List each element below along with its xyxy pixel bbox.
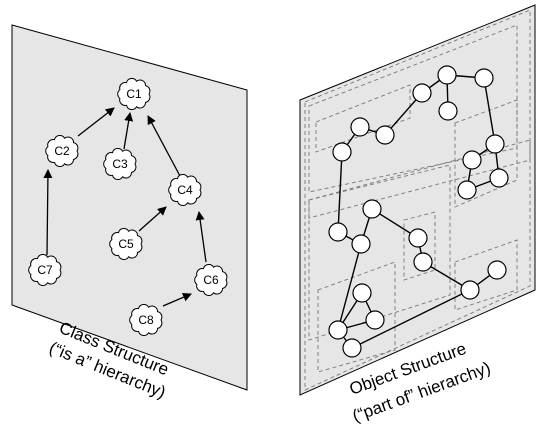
cloud-shape: [194, 263, 228, 297]
arrow-c5-c4: [138, 206, 167, 232]
object-node: [332, 142, 352, 162]
object-node: [474, 68, 494, 88]
class-label: C1: [126, 87, 142, 101]
arrow-c8-c6: [162, 293, 192, 307]
class-label: C2: [54, 144, 70, 158]
object-node: [328, 222, 348, 242]
object-node: [352, 283, 372, 303]
lower-left-group-box: [308, 164, 451, 341]
object-node: [408, 228, 428, 248]
object-node: [412, 83, 432, 103]
class-node-c1: C1: [117, 77, 151, 111]
class-node-c4: C4: [168, 173, 202, 207]
right-group-box: [454, 99, 518, 208]
link: [337, 151, 343, 233]
object-node: [328, 320, 348, 340]
divider-box: [308, 139, 531, 219]
object-node: [375, 125, 395, 145]
outer-group-box: [304, 9, 531, 391]
object-node: [485, 134, 505, 154]
cloud-shape: [129, 303, 163, 337]
class-label: C3: [112, 157, 128, 171]
top-left-group-box: [315, 84, 411, 153]
cloud-shape: [28, 253, 62, 287]
class-node-c5: C5: [109, 227, 143, 261]
object-node: [342, 338, 362, 358]
cloud-shape: [103, 147, 137, 181]
object-grouping-boxes: [304, 9, 531, 391]
arrow-c3-c1: [123, 112, 134, 150]
object-node: [362, 199, 382, 219]
object-node: [462, 150, 482, 170]
small-group-box: [403, 211, 436, 281]
link: [351, 289, 471, 349]
cloud-shape: [168, 173, 202, 207]
arrow-c2-c1: [77, 107, 115, 137]
class-label: C4: [177, 183, 193, 197]
object-node: [413, 252, 433, 272]
arrow-c4-c1: [147, 115, 181, 177]
object-node: [487, 260, 507, 280]
inheritance-arrows: [43, 107, 207, 307]
class-label: C6: [203, 273, 219, 287]
cloud-shape: [117, 77, 151, 111]
object-node: [365, 310, 385, 330]
arrow-c6-c4: [195, 211, 207, 263]
bottom-right-group-box: [454, 239, 518, 311]
cloud-shape: [45, 134, 79, 168]
link: [483, 77, 496, 145]
object-node: [460, 280, 480, 300]
object-node: [437, 65, 457, 85]
object-node: [457, 180, 477, 200]
link: [337, 243, 362, 331]
class-node-c3: C3: [103, 147, 137, 181]
object-node: [489, 168, 509, 188]
class-node-c2: C2: [45, 134, 79, 168]
class-node-c7: C7: [28, 253, 62, 287]
class-node-c6: C6: [194, 263, 228, 297]
object-node: [350, 117, 370, 137]
class-label: C8: [138, 313, 154, 327]
object-structure-panel: [299, 4, 536, 396]
object-node: [438, 101, 458, 121]
bottom-group-box: [317, 261, 396, 373]
cloud-shape: [109, 227, 143, 261]
class-node-c8: C8: [129, 303, 163, 337]
arrow-c7-c2: [43, 169, 53, 256]
object-node: [351, 234, 371, 254]
class-label: C7: [37, 263, 53, 277]
object-nodes: [328, 65, 509, 358]
class-label: C5: [118, 237, 134, 251]
